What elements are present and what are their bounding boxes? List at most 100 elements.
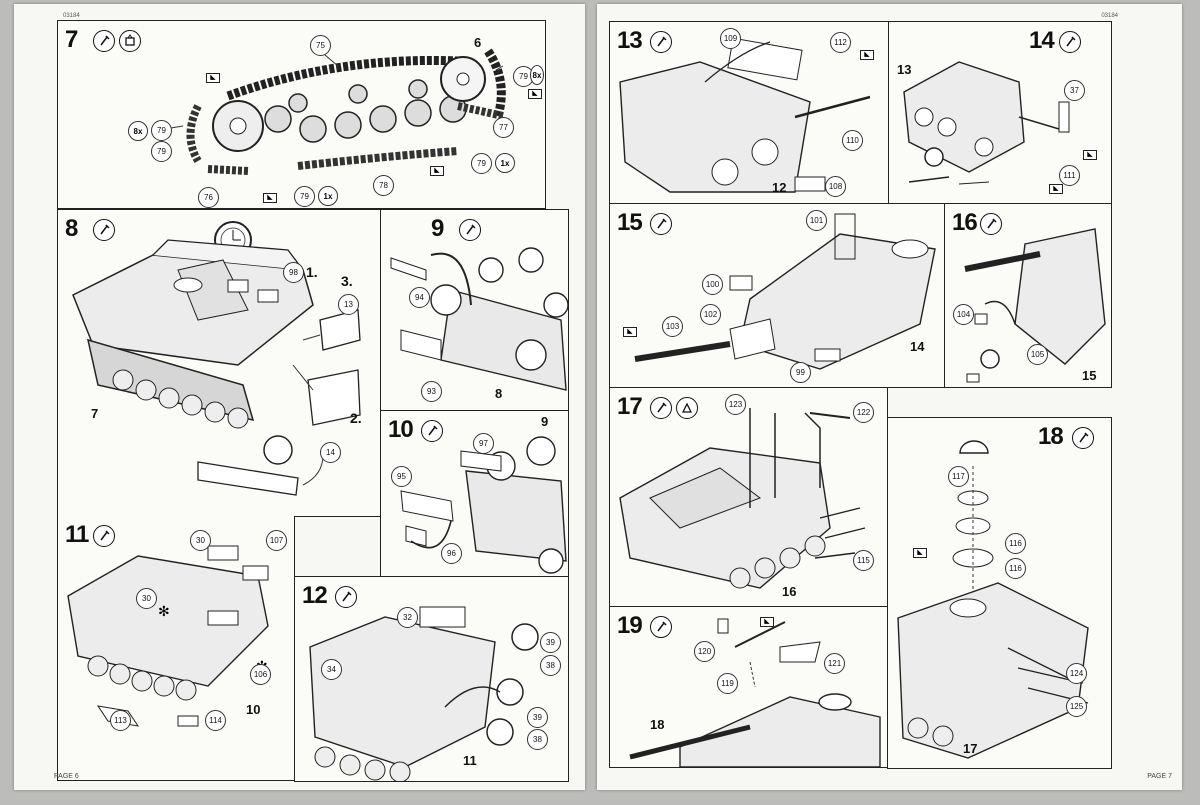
decal-flag-icon: ◣	[1083, 150, 1097, 160]
kit-code: 03184	[1101, 13, 1118, 19]
part-number: 103	[662, 316, 683, 337]
part-number: 100	[702, 274, 723, 295]
left-page: 03184 7 75	[14, 4, 585, 790]
step-number: 14	[1029, 27, 1055, 54]
step-number: 17	[617, 393, 643, 420]
quantity-badge: 8x	[128, 121, 148, 141]
part-number: 30	[136, 588, 157, 609]
glue-icon	[650, 31, 672, 53]
part-number: 117	[948, 466, 969, 487]
kit-code: 03184	[63, 13, 80, 19]
part-number: 109	[720, 28, 741, 49]
star-icon: ✻	[158, 603, 170, 619]
suspension-drawing	[390, 247, 568, 391]
step-15-panel: 15 101 100 103 102 99 14 ◣	[609, 203, 945, 388]
glue-icon	[650, 616, 672, 638]
decal-flag-icon: ◣	[1049, 184, 1063, 194]
paint-icon	[119, 30, 141, 52]
part-number: 120	[694, 641, 715, 662]
hull-detail-drawing: ✻ ✻	[67, 545, 269, 727]
part-number: 124	[1066, 663, 1087, 684]
quantity-badge: 8x	[530, 65, 544, 85]
part-number: 37	[1064, 80, 1085, 101]
glue-icon	[980, 213, 1002, 235]
part-number: 98	[283, 262, 304, 283]
part-number: 77	[493, 117, 514, 138]
decal-flag-icon: ◣	[206, 73, 220, 83]
substep-label: 1.	[306, 264, 318, 280]
step-number: 12	[302, 582, 328, 609]
step-12-panel: 12 32 34 39 38 39 38 11	[294, 576, 569, 782]
decal-flag-icon: ◣	[913, 548, 927, 558]
assembly-label: 17	[963, 741, 978, 756]
assembly-label: 13	[897, 62, 912, 77]
decal-flag-icon: ◣	[263, 193, 277, 203]
gun-mount-drawing	[964, 228, 1106, 383]
part-number: 101	[806, 210, 827, 231]
step-14-panel: 14 13 37 111 ◣ ◣	[888, 21, 1112, 204]
part-number: 99	[790, 362, 811, 383]
step-10-panel: 10 9 97 95 96	[380, 410, 569, 585]
step-number: 8	[65, 215, 78, 242]
part-number: 121	[824, 653, 845, 674]
quantity-badge: 1x	[495, 153, 515, 173]
engine-deck-drawing	[619, 37, 871, 193]
part-number: 114	[205, 710, 226, 731]
page-number: PAGE 7	[1147, 773, 1172, 780]
part-number: 39	[540, 632, 561, 653]
glue-icon	[650, 397, 672, 419]
part-number: 97	[473, 433, 494, 454]
substep-label: 2.	[350, 410, 362, 426]
step-17-panel: 17 123 122 115 16	[609, 387, 888, 607]
step-13-panel: 13 109 112 110 108 12 ◣	[609, 21, 889, 204]
step-number: 19	[617, 612, 643, 639]
step-11-panel: 11 ✻ ✻ 30 107 30 106 113 114 10	[57, 516, 295, 781]
part-number: 75	[310, 35, 331, 56]
part-number: 106	[250, 664, 271, 685]
step-number: 13	[617, 27, 643, 54]
step-number: 10	[388, 416, 414, 443]
part-number: 108	[825, 176, 846, 197]
step-18-panel: 18 117 116 116 124 125 17 ◣	[887, 417, 1112, 769]
rear-hull-drawing	[309, 606, 539, 781]
part-number: 112	[830, 32, 851, 53]
step-number: 9	[431, 215, 444, 242]
part-number: 95	[391, 466, 412, 487]
assembly-label: 18	[650, 717, 665, 732]
assembly-label: 9	[541, 414, 549, 429]
part-number: 96	[441, 543, 462, 564]
assembly-label: 8	[495, 386, 503, 401]
glue-icon	[1059, 31, 1081, 53]
step-16-panel: 16 104 105 15	[944, 203, 1112, 388]
part-number: 123	[725, 394, 746, 415]
step-8-panel: 8 98 1. 3. 13 2. 14 7	[57, 209, 381, 517]
assembly-label: 11	[463, 753, 477, 768]
part-number: 76	[198, 187, 219, 208]
part-number: 14	[320, 442, 341, 463]
part-number: 79	[151, 120, 172, 141]
assembly-label: 14	[910, 339, 925, 354]
part-number: 113	[110, 710, 131, 731]
part-number: 119	[717, 673, 738, 694]
assembly-label: 7	[91, 406, 99, 421]
part-number: 125	[1066, 696, 1087, 717]
rear-deck-drawing	[903, 61, 1070, 185]
part-number: 79	[294, 186, 315, 207]
step-9-panel: 9 94 93 8	[380, 209, 569, 411]
assembly-label: 16	[782, 584, 797, 599]
part-number: 32	[397, 607, 418, 628]
part-number: 39	[527, 707, 548, 728]
right-page: 03184 13 109 112 110 108 12 ◣ 14	[597, 4, 1182, 790]
step-number: 15	[617, 209, 643, 236]
part-number: 107	[266, 530, 287, 551]
part-number: 79	[151, 141, 172, 162]
part-number: 93	[421, 381, 442, 402]
part-number: 111	[1059, 165, 1080, 186]
cupola-assembly-drawing	[897, 440, 1089, 759]
part-number: 30	[190, 530, 211, 551]
decal-flag-icon: ◣	[430, 166, 444, 176]
step-number: 18	[1038, 423, 1064, 450]
glue-icon	[459, 219, 481, 241]
decal-flag-icon: ◣	[623, 327, 637, 337]
assembly-label: 6	[474, 35, 482, 50]
